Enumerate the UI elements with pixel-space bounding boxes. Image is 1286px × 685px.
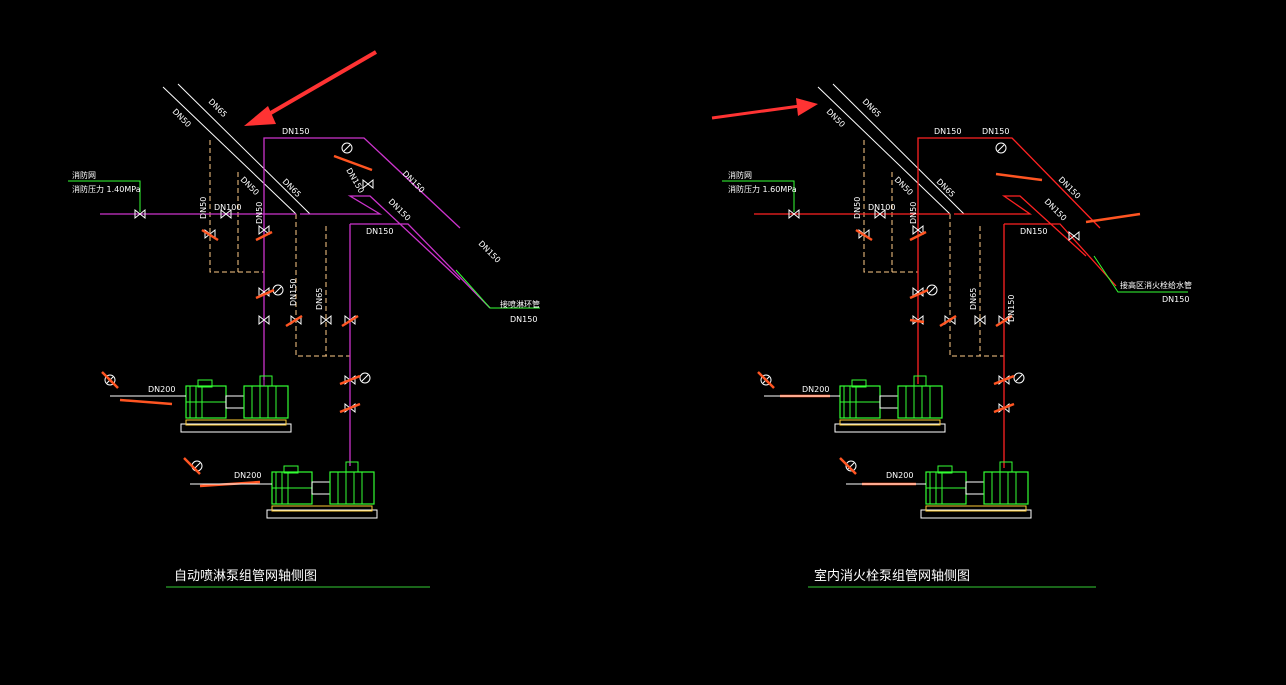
left-labels: 消防网 消防压力 1.40MPa DN100 DN50 DN50 DN150 D… bbox=[72, 97, 540, 480]
left-dn65-c: DN65 bbox=[315, 288, 324, 310]
right-pump-2 bbox=[846, 461, 1032, 519]
right-dn100: DN100 bbox=[868, 203, 895, 212]
left-dn50-a: DN50 bbox=[199, 197, 208, 219]
right-dn50-b: DN50 bbox=[909, 202, 918, 224]
right-valves bbox=[760, 142, 1080, 472]
left-top-diagonal-pipe bbox=[162, 83, 311, 215]
right-dn150-top: DN150 bbox=[934, 127, 961, 136]
left-dn150-diag1: DN150 bbox=[401, 169, 427, 195]
right-pump-1 bbox=[764, 375, 946, 433]
right-dn65-a: DN65 bbox=[861, 97, 883, 119]
right-dn50-c: DN50 bbox=[825, 107, 847, 129]
right-dn65-c: DN65 bbox=[969, 288, 978, 310]
left-dn50-c: DN50 bbox=[171, 107, 193, 129]
left-inlet-pressure: 消防压力 1.40MPa bbox=[72, 184, 141, 194]
right-pump2-dn: DN200 bbox=[886, 471, 913, 480]
right-hydrant-pump-diagram: 消防网 消防压力 1.60MPa DN100 DN50 DN50 DN150 D… bbox=[711, 83, 1192, 588]
right-inlet-marker bbox=[722, 180, 795, 212]
right-inlet-pressure: 消防压力 1.60MPa bbox=[728, 184, 797, 194]
left-dn50-d: DN50 bbox=[239, 175, 261, 197]
left-pump2-dn: DN200 bbox=[234, 471, 261, 480]
left-outlet-name: 接喷淋环管 bbox=[500, 299, 540, 309]
right-outlet-dn: DN150 bbox=[1162, 295, 1189, 304]
left-magenta-pipes bbox=[100, 137, 491, 466]
left-pump-2 bbox=[190, 461, 378, 519]
left-dn150-mid: DN150 bbox=[366, 227, 393, 236]
left-inlet-marker bbox=[68, 180, 141, 212]
right-top-diagonal-pipe bbox=[817, 83, 965, 215]
left-dn150-diag2: DN150 bbox=[387, 197, 413, 223]
left-red-arrow bbox=[244, 50, 378, 126]
right-labels: 消防网 消防压力 1.60MPa DN100 DN50 DN50 DN150 D… bbox=[728, 97, 1192, 480]
left-dn150-outlet: DN150 bbox=[510, 315, 537, 324]
right-dn150-mid: DN150 bbox=[1020, 227, 1047, 236]
left-title: 自动喷淋泵组管网轴侧图 bbox=[174, 569, 317, 584]
right-pump1-dn: DN200 bbox=[802, 385, 829, 394]
right-dn50-a: DN50 bbox=[853, 197, 862, 219]
left-dashed-pipes bbox=[209, 140, 350, 357]
right-outlet-name: 接高区消火栓给水管 bbox=[1120, 280, 1192, 290]
right-dn150-diag2: DN150 bbox=[1043, 197, 1069, 223]
right-inlet-name: 消防网 bbox=[728, 170, 752, 180]
right-red-pipes bbox=[754, 137, 1117, 468]
left-dn50-b: DN50 bbox=[255, 202, 264, 224]
left-valves bbox=[104, 142, 374, 472]
left-dn150-v: DN150 bbox=[289, 279, 298, 306]
left-dn150-diag3: DN150 bbox=[477, 239, 503, 265]
left-dn100: DN100 bbox=[214, 203, 241, 212]
right-dn150-v: DN150 bbox=[1007, 295, 1016, 322]
left-valve-handles bbox=[101, 154, 373, 488]
left-outlet-marker bbox=[455, 269, 540, 309]
right-dashed-pipes bbox=[863, 140, 1004, 357]
right-title: 室内消火栓泵组管网轴侧图 bbox=[814, 568, 970, 584]
left-pump1-dn: DN200 bbox=[148, 385, 175, 394]
right-dn50-d: DN50 bbox=[893, 175, 915, 197]
right-red-arrow bbox=[711, 98, 818, 120]
left-sprinkler-pump-diagram: 消防网 消防压力 1.40MPa DN100 DN50 DN50 DN150 D… bbox=[68, 50, 540, 588]
left-pump-1 bbox=[110, 375, 292, 433]
right-dn150-top2: DN150 bbox=[982, 127, 1009, 136]
left-dn150-top: DN150 bbox=[282, 127, 309, 136]
left-inlet-name: 消防网 bbox=[72, 170, 96, 180]
right-valve-handles bbox=[757, 172, 1141, 486]
right-outlet-marker bbox=[1093, 255, 1188, 293]
